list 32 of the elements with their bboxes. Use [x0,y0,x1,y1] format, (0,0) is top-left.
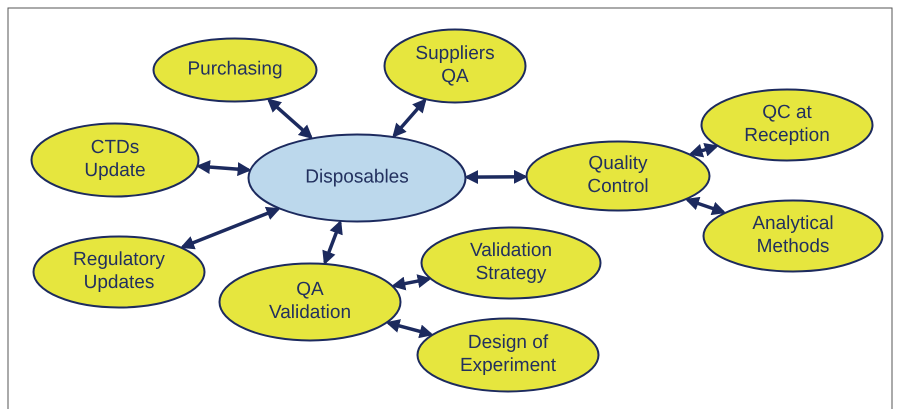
node-label: QC at Reception [743,102,831,148]
node-label: Purchasing [186,58,284,82]
ellipse-node [247,133,467,223]
node-label: Disposables [304,166,410,190]
node-label: Quality Control [586,153,650,199]
ellipse-node [702,199,884,273]
node-label: Regulatory Updates [72,249,166,295]
double-arrow [196,160,252,176]
double-arrow [180,206,280,250]
double-arrow [322,220,343,266]
node-label: Design of Experiment [458,332,558,378]
double-arrow [386,319,434,338]
double-arrow [684,196,726,216]
double-arrow [391,274,432,290]
node-label: QA Validation [268,279,352,325]
ellipse-node [30,122,200,198]
ellipse-node [32,235,206,309]
double-arrow [688,142,719,158]
ellipse-node [525,140,711,212]
ellipse-node [420,226,602,300]
node-label: Analytical Methods [751,213,835,259]
ellipse-node [383,28,527,104]
ellipse-node [218,262,402,342]
ellipse-node [700,88,874,162]
node-label: Validation Strategy [468,240,554,286]
node-label: Suppliers QA [414,43,496,89]
double-arrow [464,170,528,184]
node-label: CTDs Update [83,137,147,183]
double-arrow [392,98,427,138]
ellipse-node [152,37,318,103]
double-arrow [266,98,313,139]
ellipse-node [416,317,600,393]
